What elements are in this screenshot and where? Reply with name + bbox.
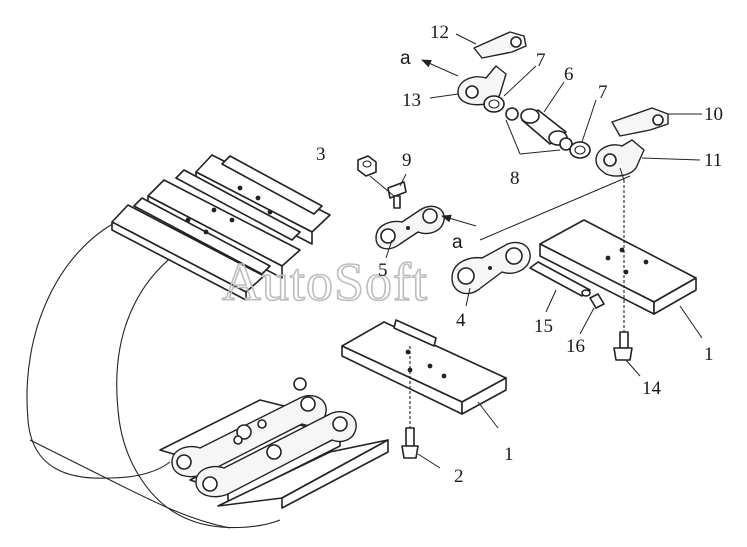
callout-8: 8: [510, 168, 520, 189]
callout-16: 14: [642, 378, 662, 399]
bushing-6: [520, 108, 568, 146]
shoe-bolt-16: [613, 331, 633, 361]
ring-8-left: [505, 107, 519, 121]
callout-13: 11: [704, 150, 722, 171]
bushing-10: [589, 293, 605, 309]
callout-7-right: 7: [598, 82, 608, 103]
shoe-bolt-2: [401, 427, 419, 459]
track-shoe-center: [341, 319, 507, 430]
callout-12: 10: [704, 104, 723, 125]
callout-3: 3: [316, 144, 326, 165]
callout-1-center: 1: [504, 444, 514, 465]
callout-15: 13: [402, 90, 421, 111]
bolt-11: [387, 181, 407, 209]
callout-1-right: 1: [704, 344, 714, 365]
seal-7-left: [483, 95, 505, 113]
callout-4: 4: [456, 310, 466, 331]
view-marker-a-top: a: [400, 48, 411, 69]
master-link-12: [611, 107, 669, 137]
master-link-13: [595, 139, 645, 177]
master-link-15: [457, 65, 507, 106]
callout-6: 6: [564, 64, 574, 85]
nut-3: [357, 155, 377, 177]
callout-9: 15: [534, 316, 553, 337]
callout-7-left: 7: [536, 50, 546, 71]
callout-5: 5: [378, 260, 388, 281]
callout-14: 12: [430, 22, 449, 43]
callout-10: 16: [566, 336, 585, 357]
callout-2: 2: [454, 466, 464, 487]
upper-track-shoes: [111, 154, 331, 301]
leader-lines: [385, 33, 703, 469]
lower-track-shoes: [159, 377, 389, 509]
master-link-14: [473, 31, 527, 59]
view-arrows: [421, 59, 477, 227]
ring-8-right: [559, 137, 573, 151]
pin-9: [529, 261, 591, 297]
link-4: [451, 241, 531, 295]
autosoft-watermark: AutoSoft: [222, 252, 428, 312]
link-5: [375, 205, 445, 250]
view-marker-a-middle: a: [452, 232, 463, 253]
seal-7-right: [569, 141, 591, 159]
callout-11: 9: [402, 150, 412, 171]
track-belt: [26, 219, 281, 529]
track-shoe-right: [539, 180, 697, 332]
